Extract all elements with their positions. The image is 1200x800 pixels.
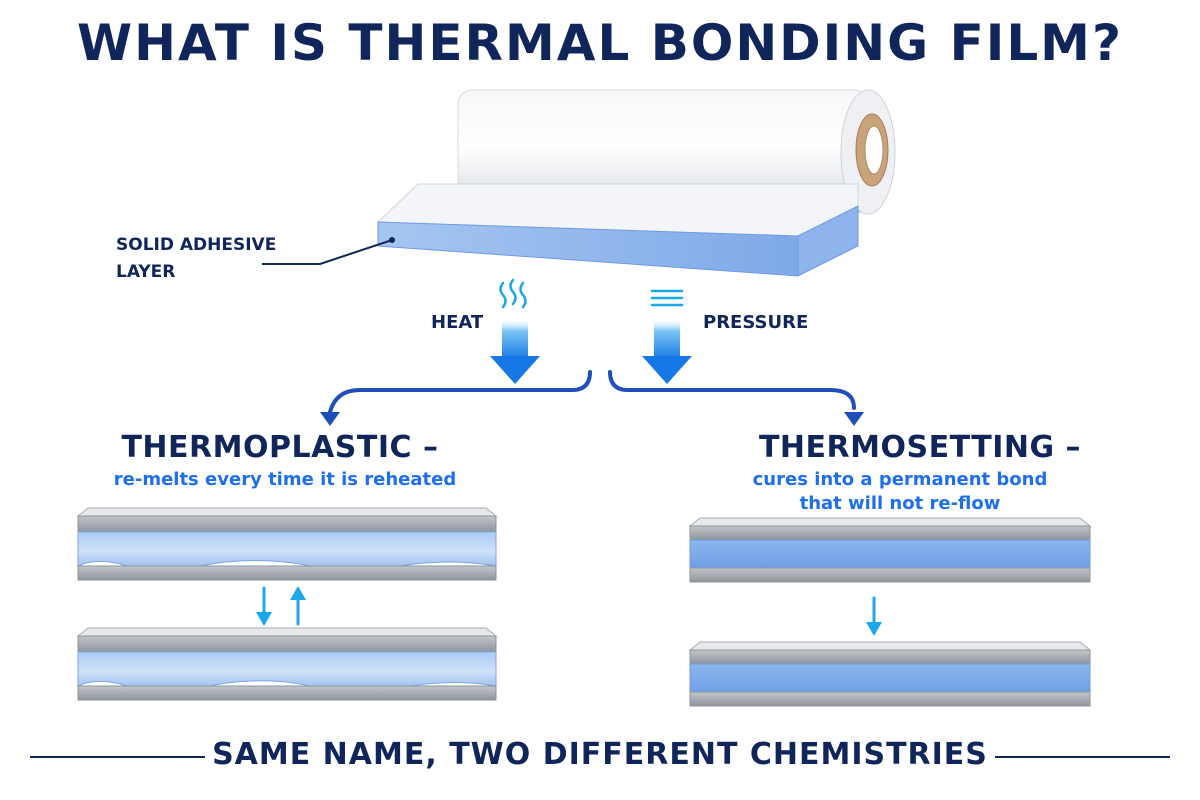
thermoplastic-stack-top [76, 507, 498, 581]
film-roll-illustration [262, 89, 896, 277]
heat-label: HEAT [431, 312, 484, 333]
page-title: WHAT IS THERMAL BONDING FILM? [77, 14, 1123, 72]
thermosetting-stack-top [688, 517, 1092, 583]
pressure-down-arrow-icon [642, 318, 692, 384]
branch-arrows [328, 370, 856, 414]
heat-indicator [490, 278, 540, 384]
down-arrow-icon [866, 596, 882, 636]
heat-waves-icon [499, 278, 527, 309]
down-arrow-icon [256, 586, 272, 626]
footer-tagline: SAME NAME, TWO DIFFERENT CHEMISTRIES [212, 737, 988, 772]
adhesive-layer-label: SOLID ADHESIVE LAYER [116, 232, 276, 286]
pressure-indicator [642, 289, 692, 384]
thermosetting-stack-bottom [688, 641, 1092, 707]
thermoplastic-heading: THERMOPLASTIC – [121, 430, 439, 465]
thermosetting-subtitle-line2: that will not re-flow [799, 493, 1001, 514]
thermosetting-subtitle-line1: cures into a permanent bond [752, 469, 1048, 490]
up-arrow-icon [290, 586, 306, 626]
thermosetting-heading: THERMOSETTING – [758, 430, 1082, 465]
pressure-label: PRESSURE [703, 312, 809, 333]
branch-right-arrowhead [844, 412, 864, 426]
heat-down-arrow-icon [490, 318, 540, 384]
pressure-lines-icon [650, 289, 684, 307]
thermoplastic-stack-bottom [76, 627, 498, 701]
adhesive-pointer-line [262, 239, 393, 265]
branch-left-arrowhead [320, 412, 340, 426]
thermoplastic-subtitle: re-melts every time it is reheated [113, 469, 457, 490]
thermosetting-subtitle: cures into a permanent bond that will no… [640, 468, 1160, 516]
adhesive-label-line2: LAYER [116, 262, 176, 282]
adhesive-label-line1: SOLID ADHESIVE [116, 235, 277, 255]
